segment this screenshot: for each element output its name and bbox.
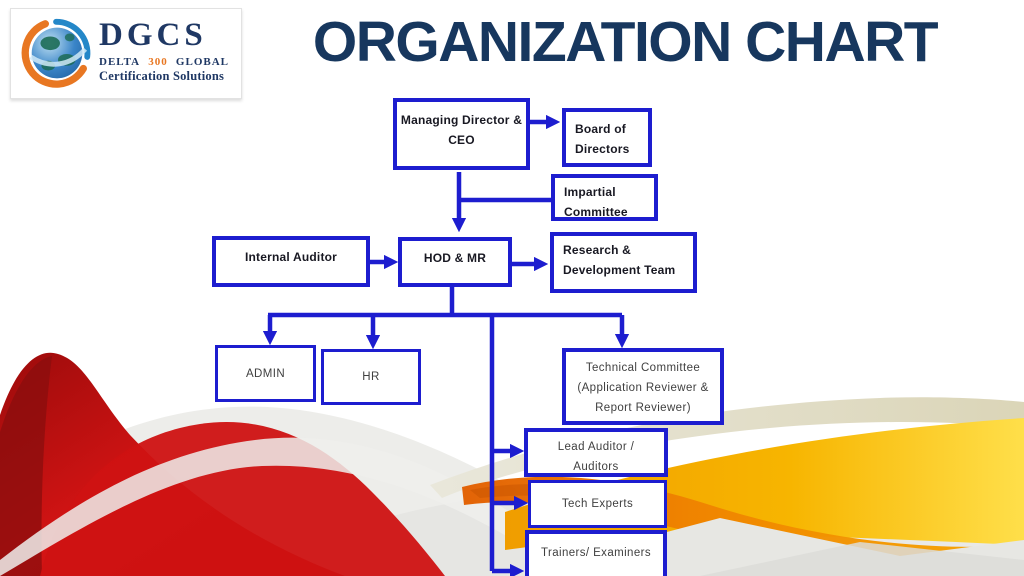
org-box-technical-committee: Technical Committee (Application Reviewe… <box>562 348 724 425</box>
org-box-label: Tech Experts <box>561 498 634 510</box>
org-box-label: Technical Committee (Application Reviewe… <box>577 362 709 414</box>
org-box-label: ADMIN <box>245 367 286 380</box>
org-box-tech-experts: Tech Experts <box>528 480 667 528</box>
org-box-hr: HR <box>321 349 421 405</box>
org-box-label: HOD & MR <box>423 251 487 265</box>
org-box-managing-director-ceo: Managing Director & CEO <box>393 98 530 170</box>
slide-title: ORGANIZATION CHART <box>312 10 939 74</box>
org-box-label: Board of Directors <box>575 122 630 156</box>
org-box-label: Managing Director & CEO <box>400 113 523 147</box>
org-box-trainers-examiners: Trainers/ Examiners <box>525 530 667 576</box>
globe-logo-icon <box>21 18 91 88</box>
logo-tagline: DELTA 300 GLOBAL <box>99 56 229 68</box>
org-box-admin: ADMIN <box>215 345 316 402</box>
org-box-hod-mr: HOD & MR <box>398 237 512 287</box>
org-box-label: Trainers/ Examiners <box>540 547 652 559</box>
org-box-internal-auditor: Internal Auditor <box>212 236 370 287</box>
org-box-label: Lead Auditor / Auditors <box>557 441 635 473</box>
org-box-research-development-team: Research & Development Team <box>550 232 697 293</box>
org-box-board-of-directors: Board of Directors <box>562 108 652 167</box>
logo-tagline-word1: DELTA <box>99 56 141 68</box>
logo-tagline-number: 300 <box>148 56 168 68</box>
org-box-label: Research & Development Team <box>563 243 676 277</box>
logo-subtitle: Certification Solutions <box>99 69 225 83</box>
org-box-label: HR <box>362 371 380 383</box>
org-box-impartial-committee: Impartial Committee <box>551 174 658 221</box>
org-box-label: Internal Auditor <box>244 250 338 264</box>
logo-acronym: DGCS <box>99 17 207 53</box>
logo-text-block: DGCS DELTA 300 GLOBAL Certification Solu… <box>99 17 235 84</box>
org-box-label: Impartial Committee <box>564 185 628 219</box>
logo-card: DGCS DELTA 300 GLOBAL Certification Solu… <box>10 8 242 99</box>
org-box-lead-auditor-auditors: Lead Auditor / Auditors <box>524 428 668 477</box>
logo-tagline-word2: GLOBAL <box>175 56 229 68</box>
